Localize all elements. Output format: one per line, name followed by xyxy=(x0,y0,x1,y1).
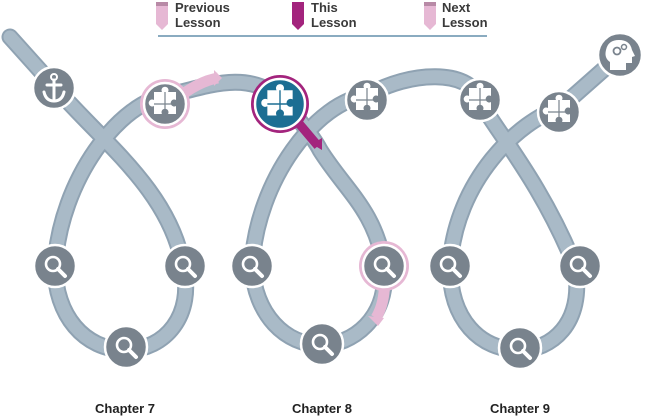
lesson-node[interactable] xyxy=(536,89,582,135)
anchor-icon xyxy=(42,73,66,103)
head-gears-icon xyxy=(605,40,635,70)
legend-previous-line2: Lesson xyxy=(175,15,221,30)
legend-next-line1: Next xyxy=(442,0,471,15)
review-node[interactable] xyxy=(32,243,78,289)
puzzle-icon xyxy=(261,84,293,118)
review-node[interactable] xyxy=(427,243,473,289)
review-node[interactable] xyxy=(162,243,208,289)
chapter-label-9: Chapter 9 xyxy=(490,401,550,416)
lesson-node-previous[interactable] xyxy=(140,79,190,129)
lesson-node[interactable] xyxy=(344,77,390,123)
chapter-label-7: Chapter 7 xyxy=(95,401,155,416)
review-node[interactable] xyxy=(557,243,603,289)
this-lesson-marker xyxy=(292,2,304,30)
end-node[interactable] xyxy=(596,31,644,79)
legend-previous-line1: Previous xyxy=(175,0,230,15)
legend-current-line1: This xyxy=(311,0,338,15)
legend: Previous Lesson This Lesson Next Lesson xyxy=(156,0,488,37)
legend-next: Next Lesson xyxy=(424,0,488,30)
review-node[interactable] xyxy=(229,243,275,289)
start-node[interactable] xyxy=(31,65,77,111)
legend-current-line2: Lesson xyxy=(311,15,357,30)
legend-next-line2: Lesson xyxy=(442,15,488,30)
chapter-label-8: Chapter 8 xyxy=(292,401,352,416)
review-node[interactable] xyxy=(103,324,149,370)
legend-previous: Previous Lesson xyxy=(156,0,230,30)
lesson-node-current[interactable] xyxy=(251,75,309,133)
review-node[interactable] xyxy=(497,325,543,371)
review-node-next[interactable] xyxy=(359,241,409,291)
lesson-node[interactable] xyxy=(457,77,503,123)
legend-current: This Lesson xyxy=(292,0,357,30)
review-node[interactable] xyxy=(299,321,345,367)
next-lesson-marker xyxy=(424,2,436,30)
previous-lesson-marker xyxy=(156,2,168,30)
learning-path xyxy=(1,28,629,359)
